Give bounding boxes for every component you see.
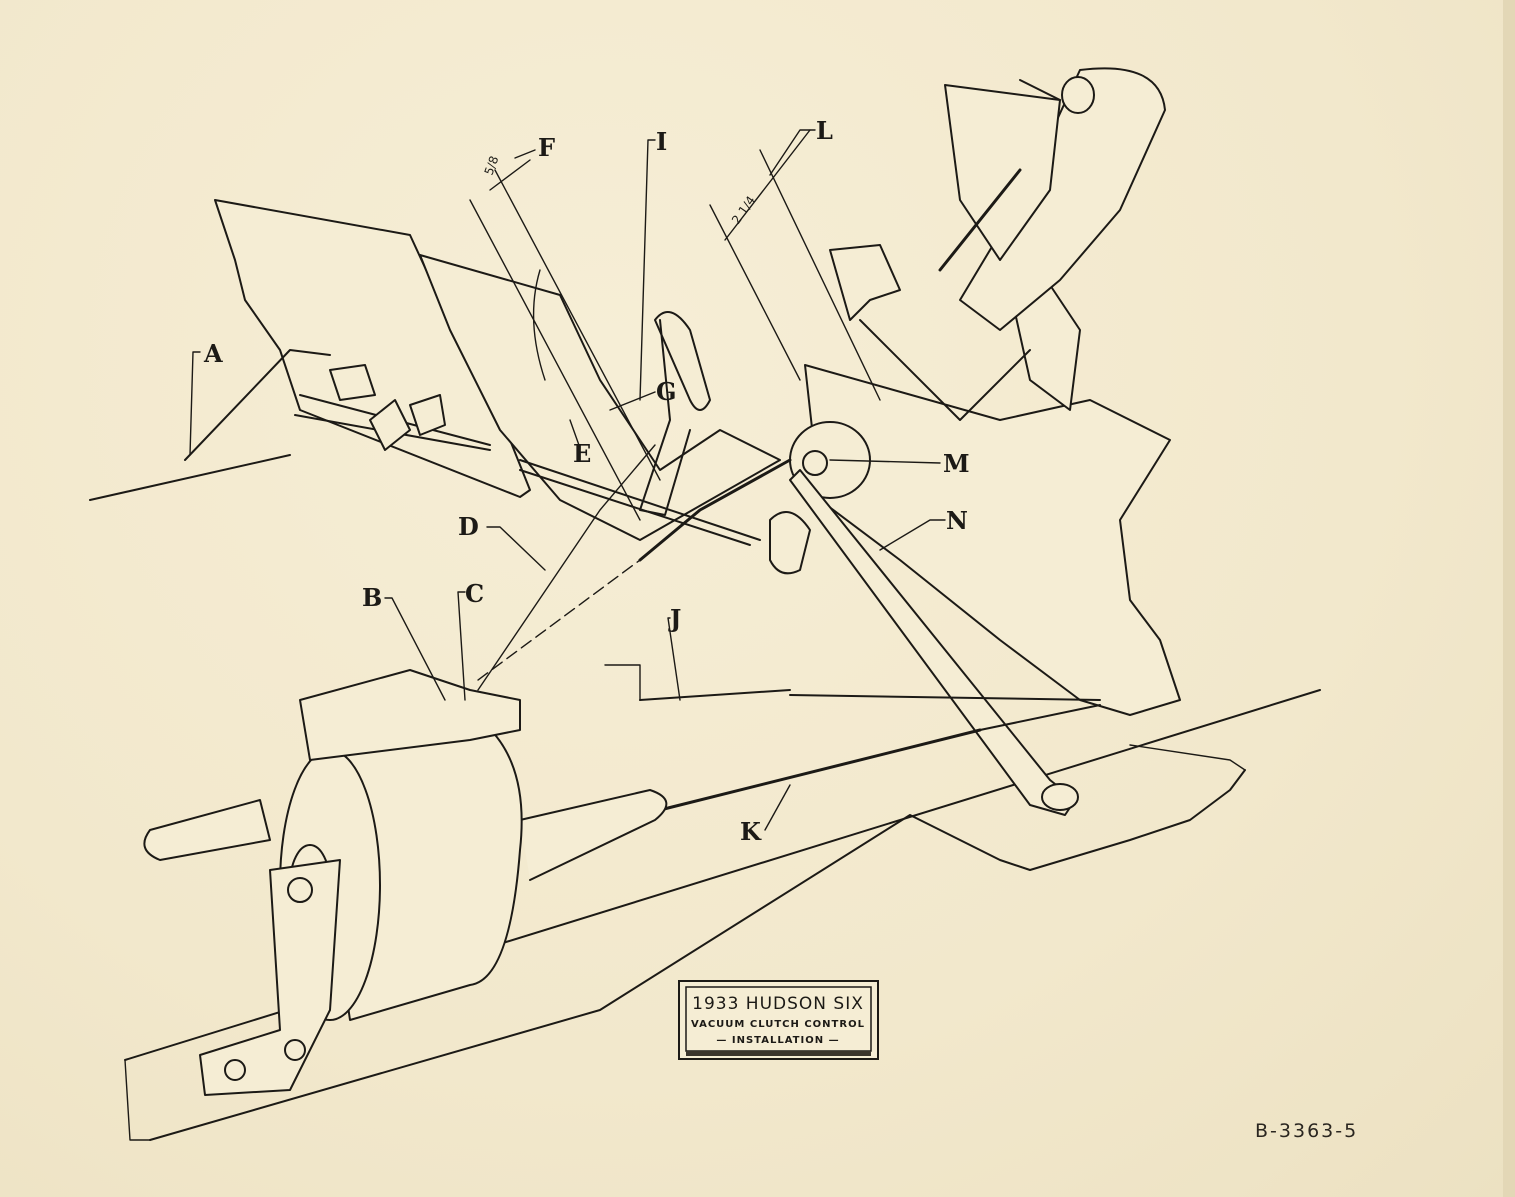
toe-board-panels: [214, 199, 1181, 716]
callout-i: I: [656, 127, 667, 156]
vacuum-cylinder: [143, 669, 668, 1096]
dimension-f: 5/8: [482, 154, 502, 177]
cables: [477, 269, 1101, 812]
title-line-3: — INSTALLATION —: [716, 1035, 839, 1046]
callout-f: F: [538, 133, 555, 162]
title-line-1: 1933 HUDSON SIX: [692, 994, 864, 1014]
steering-column: [938, 67, 1166, 331]
callout-c: C: [465, 579, 484, 608]
callout-g: G: [656, 377, 677, 406]
callout-a: A: [203, 339, 223, 368]
leader-lines: [189, 129, 946, 831]
dimension-lines: [469, 129, 881, 521]
callout-k: K: [740, 817, 762, 846]
callout-e: E: [573, 439, 591, 468]
callout-j: J: [668, 604, 681, 633]
callout-b: B: [362, 583, 382, 612]
title-line-2: VACUUM CLUTCH CONTROL: [691, 1019, 865, 1030]
callout-m: M: [943, 449, 970, 478]
pedal-shaft-assembly: [89, 349, 761, 546]
drawing-number: B-3363-5: [1255, 1120, 1358, 1142]
dimension-l: 2 1/4: [729, 193, 758, 226]
paper-edge: [1503, 0, 1515, 1197]
callout-d: D: [458, 512, 479, 541]
callout-n: N: [946, 506, 968, 535]
callout-l: L: [816, 116, 833, 145]
pedals: [639, 244, 1081, 516]
title-plate: 1933 HUDSON SIX VACUUM CLUTCH CONTROL — …: [678, 980, 879, 1060]
